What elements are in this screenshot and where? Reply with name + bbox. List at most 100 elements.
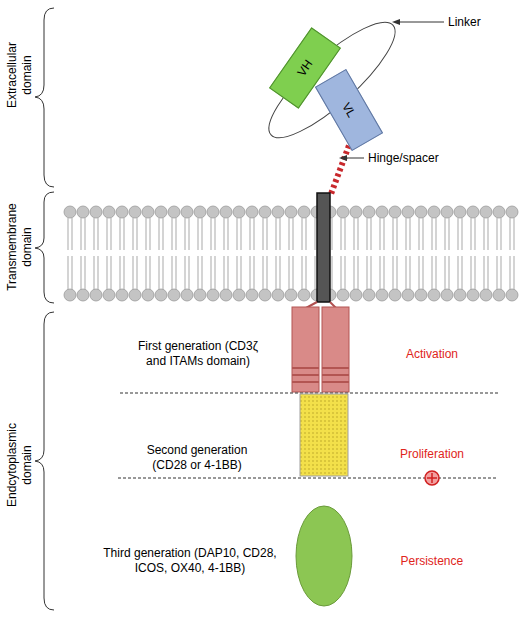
lipid-tail [249,256,250,290]
lipid-tail [509,256,510,290]
domain-label: VH [294,57,315,79]
lipid-head [142,206,154,218]
lipid-tail [461,256,462,290]
domain-brace [35,192,54,303]
lipid-tail [110,256,111,290]
lipid-tail [123,218,124,250]
lipid-tail [340,218,341,250]
lipid-tail [145,256,146,290]
lipid-tail [353,218,354,250]
lipid-tail [496,256,497,290]
lipid-tail [275,218,276,250]
lipid-head [246,206,258,218]
lipid-tail [84,256,85,290]
lipid-head [285,206,297,218]
lipid-head [103,289,115,301]
lipid-head [259,289,271,301]
lipid-head [376,206,388,218]
lipid-tail [201,218,202,250]
lipid-head [506,289,518,301]
lipid-head [298,206,310,218]
lipid-head [64,289,76,301]
lipid-tail [184,218,185,250]
lipid-tail [175,218,176,250]
function-label: Activation [406,347,458,362]
cd3-zeta-chain [322,307,349,392]
plus-symbol [425,471,439,485]
part-label: Hinge/spacer [368,151,439,166]
vl-domain: VL [315,69,383,151]
lipid-head [363,206,375,218]
hinge-stripes [331,140,351,194]
lipid-tail [435,256,436,290]
lipid-tail [500,256,501,290]
lipid-head [181,289,193,301]
lipid-tail [210,218,211,250]
lipid-tail [249,218,250,250]
lipid-head [194,206,206,218]
lipid-tail [123,256,124,290]
lipid-tail [136,256,137,290]
lipid-tail [227,256,228,290]
lipid-tail [119,218,120,250]
lipid-head [220,206,232,218]
lipid-tail [301,218,302,250]
lipid-head [142,289,154,301]
lipid-tail [288,256,289,290]
lipid-head [272,206,284,218]
lipid-tail [344,256,345,290]
lipid-tail [357,218,358,250]
lipid-head [506,206,518,218]
lipid-tail [106,256,107,290]
lipid-head [389,206,401,218]
lipid-tail [396,218,397,250]
lipid-tail [227,218,228,250]
divider-line [120,393,500,394]
lipid-tail [158,218,159,250]
domain-brace [35,312,54,610]
lipid-tail [266,256,267,290]
lipid-tail [422,256,423,290]
lipid-tail [331,218,332,250]
lipid-tail [145,218,146,250]
lipid-head [90,289,102,301]
lipid-head [155,206,167,218]
lipid-tail [236,218,237,250]
lipid-tail [119,256,120,290]
lipid-head [220,289,232,301]
lipid-tail [340,256,341,290]
lipid-tail [448,218,449,250]
lipid-tail [149,256,150,290]
lipid-tail [210,256,211,290]
lipid-tail [444,218,445,250]
lipid-tail [184,256,185,290]
lipid-tail [80,256,81,290]
function-label: Persistence [401,554,464,569]
lipid-tail [487,256,488,290]
lipid-tail [383,256,384,290]
lipid-tail [110,218,111,250]
lipid-head [350,206,362,218]
lipid-tail [370,218,371,250]
lipid-tail [106,218,107,250]
function-label: Proliferation [400,447,464,462]
lipid-tail [301,256,302,290]
lipid-tail [67,256,68,290]
lipid-head [129,206,141,218]
generation-label: Third generation (DAP10, CD28, ICOS, OX4… [90,546,290,576]
lipid-head [467,206,479,218]
lipid-tail [366,256,367,290]
lipid-tail [71,218,72,250]
lipid-tail [171,256,172,290]
lipid-tail [470,218,471,250]
lipid-head [480,289,492,301]
lipid-tail [392,256,393,290]
lipid-head [77,206,89,218]
lipid-tail [201,256,202,290]
lipid-tail [357,256,358,290]
lipid-head [77,289,89,301]
lipid-head [402,206,414,218]
lipid-head [246,289,258,301]
part-label: Linker [448,15,481,30]
lipid-tail [262,256,263,290]
